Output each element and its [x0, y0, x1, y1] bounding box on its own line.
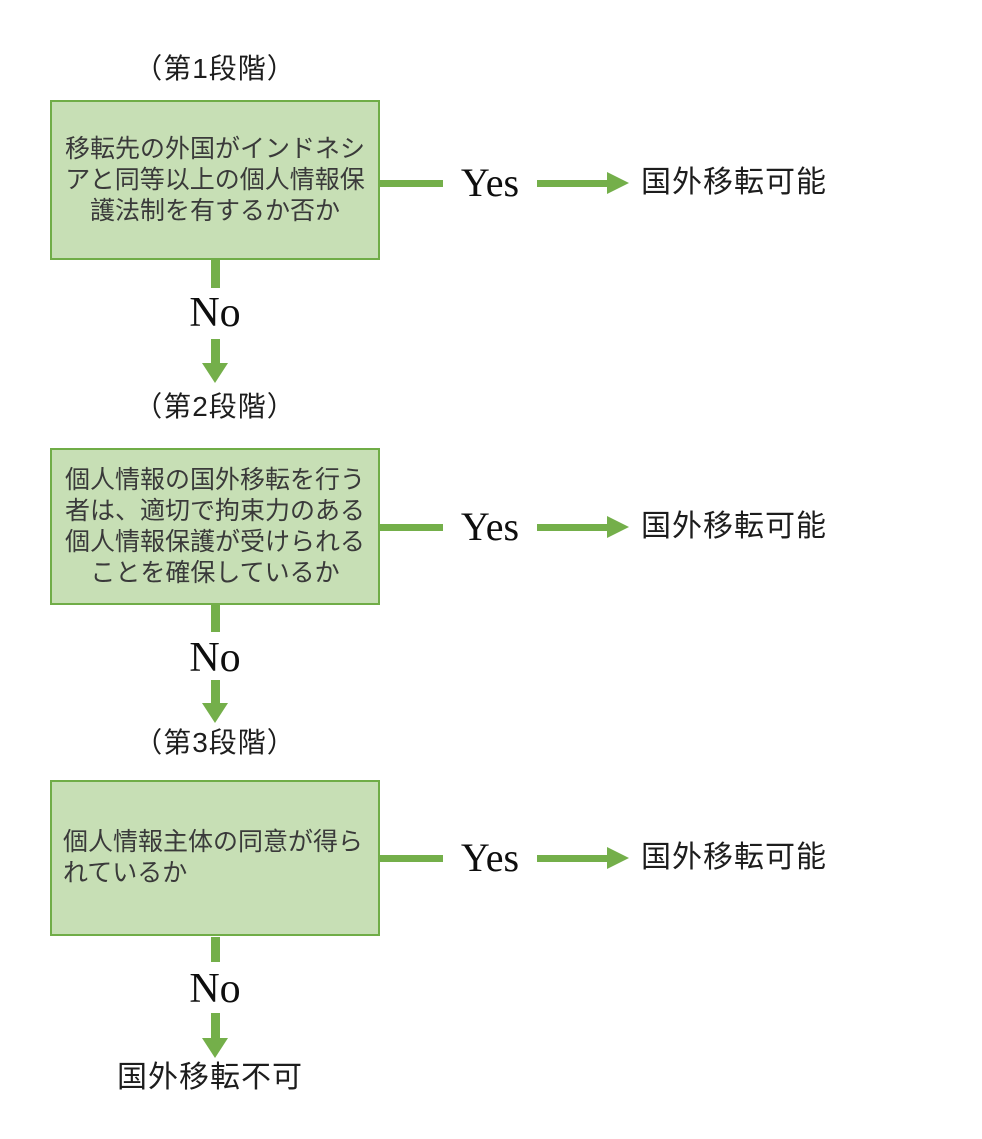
- stage-2-label: （第2段階）: [134, 391, 296, 422]
- stage-1-yes-connector-line: [380, 180, 443, 187]
- stage-3-yes-connector-line: [380, 855, 443, 862]
- stage-3-yes-outcome: 国外移転可能: [641, 841, 827, 874]
- stage-2-yes-connector-line: [380, 524, 443, 531]
- stage-3-no-connector-line: [211, 937, 220, 962]
- stage-1-no-arrow-shaft: [211, 339, 220, 363]
- stage-1-question-text: 移転先の外国がインドネシアと同等以上の個人情報保護法制を有するか否か: [64, 134, 365, 225]
- stage-1-yes-label: Yes: [460, 160, 520, 205]
- arrow-right-icon: [607, 847, 629, 869]
- stage-2-yes-arrow-shaft: [537, 524, 607, 531]
- stage-3-label: （第3段階）: [134, 727, 296, 758]
- arrow-right-icon: [607, 172, 629, 194]
- stage-3-yes-arrow-shaft: [537, 855, 607, 862]
- stage-2-no-arrow-shaft: [211, 680, 220, 703]
- stage-2-no-label: No: [189, 635, 241, 681]
- stage-1-question-box: 移転先の外国がインドネシアと同等以上の個人情報保護法制を有するか否か: [50, 100, 380, 260]
- arrow-down-icon: [202, 363, 228, 383]
- arrow-right-icon: [607, 516, 629, 538]
- stage-3-question-text: 個人情報主体の同意が得られているか: [63, 828, 364, 887]
- arrow-down-icon: [202, 1038, 228, 1058]
- stage-2-question-text: 個人情報の国外移転を行う者は、適切で拘束力のある個人情報保護が受けられることを確…: [64, 465, 365, 587]
- stage-3-no-arrow-shaft: [211, 1013, 220, 1038]
- stage-1-no-label: No: [189, 290, 241, 336]
- stage-1-label: （第1段階）: [134, 53, 296, 84]
- stage-3-yes-label: Yes: [460, 835, 520, 880]
- stage-1-yes-outcome: 国外移転可能: [641, 166, 827, 199]
- stage-1-yes-arrow-shaft: [537, 180, 607, 187]
- stage-1-no-connector-line: [211, 260, 220, 288]
- stage-2-no-connector-line: [211, 603, 220, 632]
- arrow-down-icon: [202, 703, 228, 723]
- stage-3-question-box: 個人情報主体の同意が得られているか: [50, 780, 380, 936]
- stage-2-yes-outcome: 国外移転可能: [641, 510, 827, 543]
- stage-2-question-box: 個人情報の国外移転を行う者は、適切で拘束力のある個人情報保護が受けられることを確…: [50, 448, 380, 605]
- stage-2-yes-label: Yes: [460, 504, 520, 549]
- final-outcome-label: 国外移転不可: [117, 1061, 303, 1094]
- stage-3-no-label: No: [189, 966, 241, 1012]
